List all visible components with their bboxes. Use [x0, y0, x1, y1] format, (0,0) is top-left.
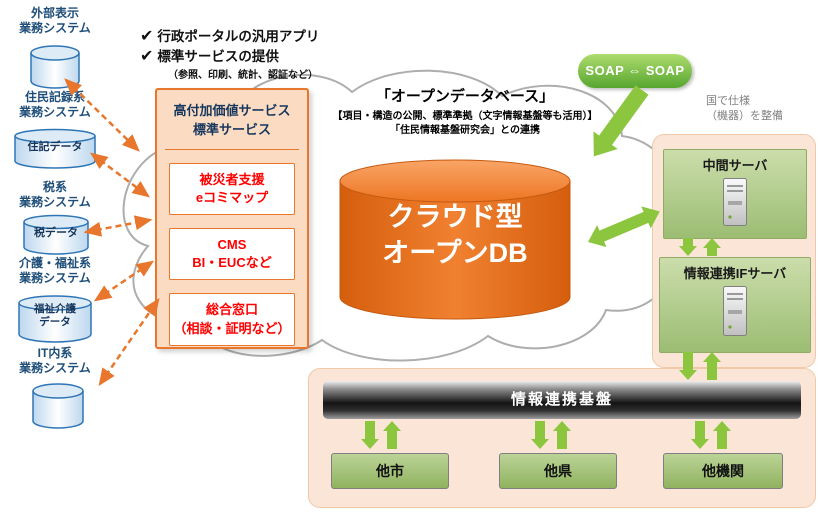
service-item-counter: 総合窓口 （相談・証明など）: [169, 293, 295, 346]
node-other-org: 他機関: [663, 453, 783, 489]
database-icon: [32, 383, 84, 429]
national-servers-panel: 中間サーバ 情報連携IFサーバ: [652, 134, 816, 368]
system-label-external-display: 外部表示 業務システム: [19, 6, 91, 35]
database-icon-welfare: [18, 295, 92, 343]
server-icon: [723, 286, 747, 336]
database-icon-tax: [23, 214, 89, 255]
check-icon: ✔: [140, 48, 154, 65]
system-label-it-internal: IT内系 業務システム: [19, 346, 91, 375]
opendb-heading: 「オープンデータベース」: [375, 88, 555, 105]
checklist-item-1-text: 行政ポータルの汎用アプリ: [157, 29, 320, 44]
federation-platform-bar: 情報連携基盤: [323, 381, 801, 419]
database-icon: [30, 45, 80, 89]
node-other-city: 他市: [331, 453, 449, 489]
server-icon: [723, 178, 747, 226]
cloud-db-label: クラウド型 オープンDB: [382, 202, 528, 268]
system-label-welfare: 介護・福祉系 業務システム: [18, 256, 91, 285]
checklist-item-2-text: 標準サービスの提供: [157, 49, 279, 64]
standard-services-panel: 高付加価値サービス 標準サービス 被災者支援 eコミマップ CMS BI・EUC…: [155, 88, 309, 349]
intermediate-server-box: 中間サーバ: [663, 149, 807, 239]
if-server-box: 情報連携IFサーバ: [659, 257, 811, 353]
datastore-label-juki: 住記データ: [27, 141, 83, 153]
system-label-tax: 税系 業務システム: [19, 180, 91, 209]
intermediate-server-label: 中間サーバ: [702, 158, 768, 173]
service-item-cms: CMS BI・EUCなど: [169, 228, 295, 281]
dashed-arrow: [83, 215, 153, 237]
datastore-label-tax: 税データ: [34, 227, 78, 239]
node-other-pref: 他県: [499, 453, 617, 489]
cloud-db-cylinder: [339, 159, 571, 320]
opendb-detail-2: 「住民情報基盤研究会」との連携: [390, 125, 540, 136]
services-title: 高付加価値サービス 標準サービス: [165, 102, 299, 150]
opendb-detail-1: 【項目・構造の公開、標準準拠（文字情報基盤等も活用）】: [332, 111, 598, 122]
system-label-resident-record: 住民記録系 業務システム: [19, 90, 91, 119]
soap-badge: SOAP ⇔ SOAP: [578, 54, 692, 88]
federation-panel: 情報連携基盤 他市 他県 他機関: [308, 368, 816, 508]
if-server-label: 情報連携IFサーバ: [683, 266, 787, 281]
service-item-disaster: 被災者支援 eコミマップ: [169, 162, 295, 216]
checklist-item-2: ✔標準サービスの提供: [140, 45, 279, 66]
checklist-item-1: ✔行政ポータルの汎用アプリ: [140, 25, 319, 46]
datastore-label-welfare: 福祉介護 データ: [34, 303, 76, 328]
national-spec-note: 国で仕様 （機器）を整備: [706, 95, 783, 123]
check-icon: ✔: [140, 28, 154, 45]
checklist-note: （参照、印刷、統計、認証など）: [168, 70, 318, 81]
